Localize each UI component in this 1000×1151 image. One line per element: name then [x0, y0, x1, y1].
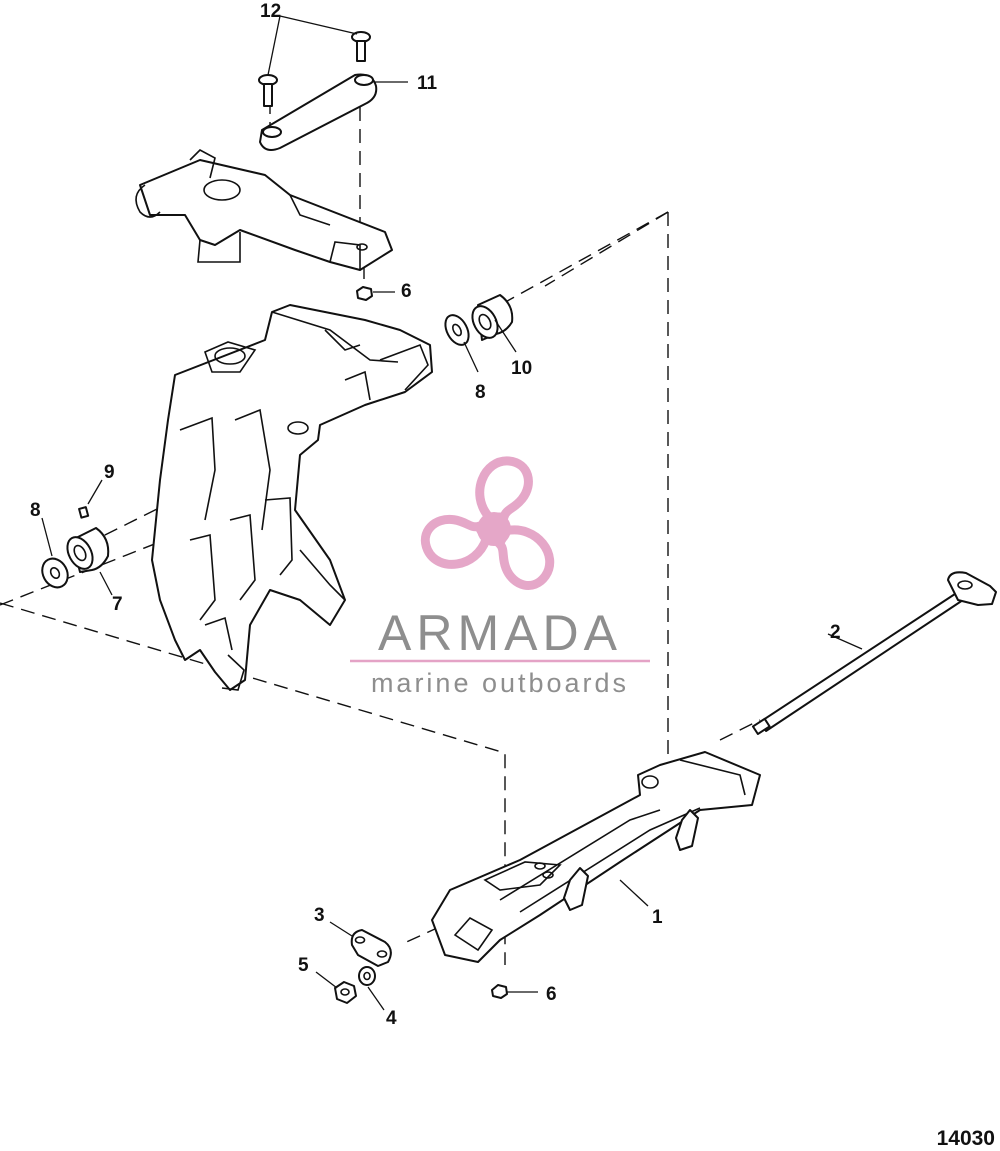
callout-4: 4	[386, 1008, 397, 1029]
callout-7: 7	[112, 594, 123, 615]
callout-8-upper: 8	[475, 382, 486, 403]
bushing-7	[66, 527, 110, 573]
bolt-12-left	[258, 74, 278, 107]
callout-9: 9	[104, 462, 115, 483]
callout-1: 1	[652, 907, 663, 928]
washer-4	[358, 966, 376, 986]
callout-2: 2	[830, 622, 841, 643]
figure-number: 14030	[937, 1127, 995, 1150]
steering-cylinder-1	[431, 751, 761, 963]
callout-11: 11	[417, 73, 438, 94]
callout-leader-lines	[41, 15, 863, 1011]
swivel-bracket	[151, 304, 433, 691]
logo-brand-name: ARMADA	[378, 605, 622, 661]
callout-3: 3	[314, 905, 325, 926]
bolt-12-right	[351, 31, 371, 62]
callout-12: 12	[260, 1, 281, 22]
armada-logo-watermark: ARMADA marine outboards	[350, 456, 650, 698]
callout-6-lower: 6	[546, 984, 557, 1005]
logo-tagline: marine outboards	[371, 668, 629, 698]
nut-5	[334, 981, 357, 1004]
propeller-icon	[421, 456, 555, 590]
nut-6-upper	[356, 286, 373, 301]
callout-8-left: 8	[30, 500, 41, 521]
link-arm-11	[259, 73, 378, 151]
washer-8-upper	[444, 314, 470, 346]
set-screw-9	[78, 506, 90, 519]
callout-5: 5	[298, 955, 309, 976]
steering-yoke	[135, 149, 393, 271]
tie-rod-2	[751, 571, 997, 736]
nut-6-lower	[491, 984, 508, 999]
link-plate-3	[350, 929, 392, 967]
callout-6-upper: 6	[401, 281, 412, 302]
washer-8-lower	[41, 557, 69, 589]
bushing-10	[471, 294, 514, 341]
callout-labels: 1 2 3 4 5 6 6 7 8 8 9 10 11 12	[30, 1, 841, 1029]
callout-10: 10	[511, 358, 532, 379]
